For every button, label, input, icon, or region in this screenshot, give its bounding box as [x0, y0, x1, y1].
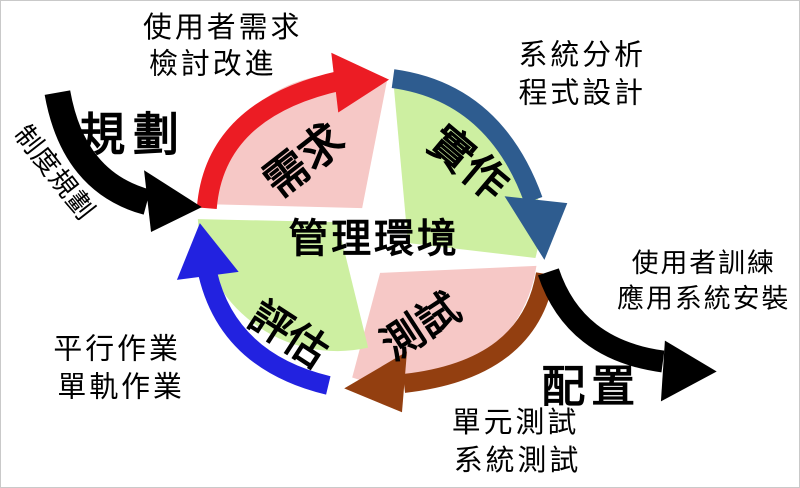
needs-arrow-arc: [196, 70, 343, 210]
deploy-note: 使用者訓練 應用系統安裝: [617, 248, 790, 315]
implement-arrow-head: [504, 196, 568, 260]
implement-note-line1: 系統分析: [519, 38, 646, 72]
implement-note-line2: 程式設計: [519, 76, 646, 110]
entry-arrow-curve: [44, 90, 151, 215]
deploy-note-line2: 應用系統安裝: [617, 284, 790, 315]
exit-arrow-head: [660, 340, 717, 402]
implement-note: 系統分析 程式設計: [519, 38, 646, 110]
evaluate-arrow-arc: [198, 271, 331, 395]
exit-arrow-label: 配置: [541, 361, 641, 412]
implement-arrow-arc: [391, 69, 543, 204]
center-label: 管理環境: [288, 216, 459, 262]
deploy-note-line1: 使用者訓練: [632, 248, 776, 279]
test-note-line1: 單元測試: [452, 405, 579, 439]
test-note-line2: 系統測試: [454, 443, 581, 477]
evaluate-note-line2: 單軌作業: [57, 369, 184, 403]
evaluate-arrow-head: [176, 223, 239, 280]
needs-arrow-head: [331, 52, 390, 113]
test-arrow-arc: [402, 272, 555, 393]
planning-note-line2: 檢討改進: [149, 47, 276, 81]
evaluate-note-line1: 平行作業: [53, 332, 180, 366]
evaluate-note: 平行作業 單軌作業: [53, 332, 184, 404]
evaluate-wedge: [197, 219, 369, 352]
test-note: 單元測試 系統測試: [452, 405, 581, 477]
planning-note-line1: 使用者需求: [143, 10, 302, 44]
exit-arrow-curve: [537, 268, 665, 373]
entry-arrow-label: 規劃: [79, 107, 187, 161]
test-arrow-head: [344, 351, 407, 413]
entry-arrow-head: [144, 170, 202, 233]
planning-note: 使用者需求 檢討改進: [143, 10, 302, 81]
test-wedge: [352, 265, 537, 386]
